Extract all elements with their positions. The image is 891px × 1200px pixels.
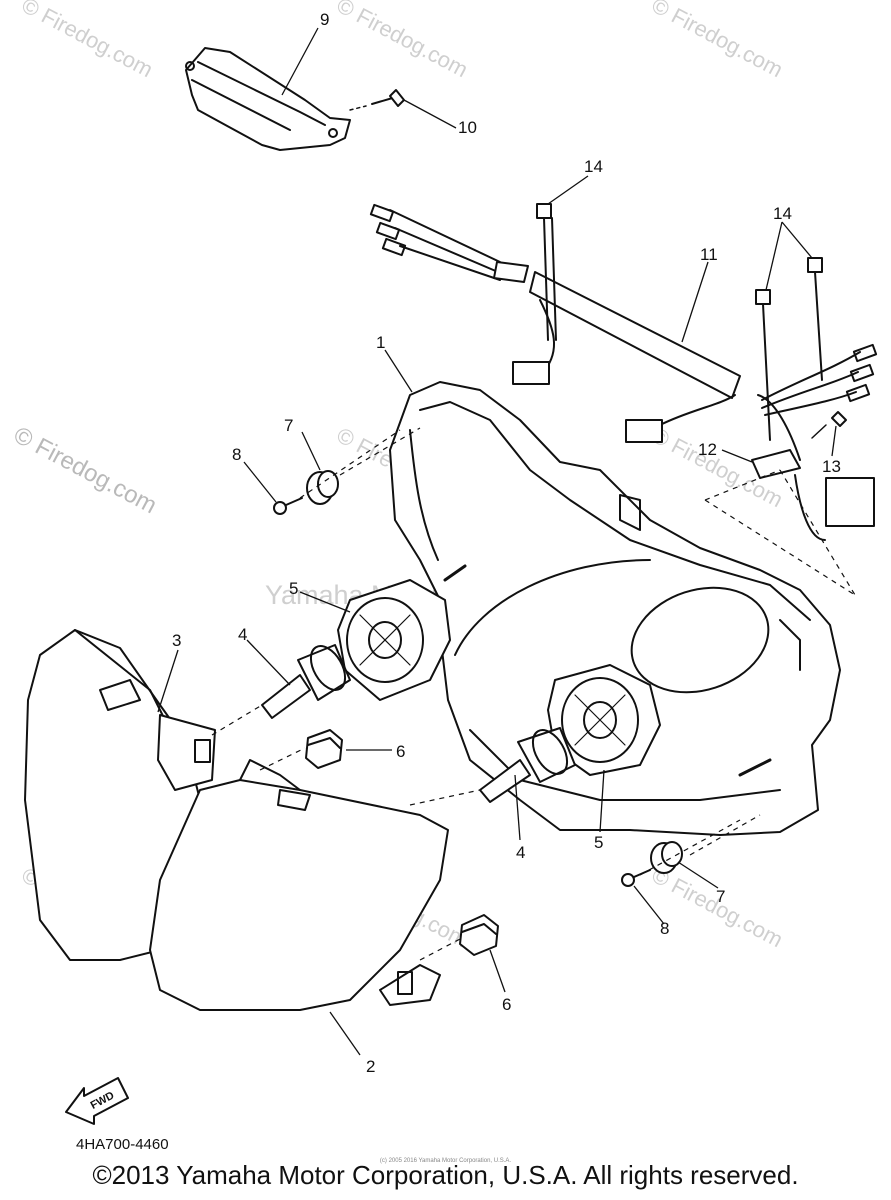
part-13-screw <box>811 411 847 439</box>
copyright-notice: ©2013 Yamaha Motor Corporation, U.S.A. A… <box>92 1160 799 1190</box>
part-8-screw-upper <box>273 497 303 515</box>
callout-13: 13 <box>822 457 841 476</box>
part-3-lens-left <box>24 629 216 961</box>
callout-5: 5 <box>289 579 298 598</box>
part-8-screw-lower <box>621 869 651 887</box>
callout-4: 4 <box>238 625 247 644</box>
callout-8: 8 <box>660 919 669 938</box>
assembly-lines <box>211 427 856 961</box>
part-2-lens-right <box>149 759 449 1011</box>
part-6-grommet-upper <box>305 729 343 769</box>
fwd-arrow <box>65 1077 129 1125</box>
callout-6: 6 <box>502 995 511 1014</box>
callout-14: 14 <box>773 204 792 223</box>
part-5-socket-right <box>547 664 661 776</box>
leader-lines <box>157 27 837 1056</box>
watermark-site: © Firedog.com <box>9 421 161 519</box>
callout-8: 8 <box>232 445 241 464</box>
callout-9: 9 <box>320 10 329 29</box>
small-copyright: (c) 2005 2016 Yamaha Motor Corporation, … <box>379 1158 512 1164</box>
callout-12: 12 <box>698 440 717 459</box>
part-12-clamp <box>751 449 801 479</box>
callout-6: 6 <box>396 742 405 761</box>
callout-7: 7 <box>284 416 293 435</box>
watermark-site: © Firedog.com <box>333 0 472 82</box>
watermark-site: © Firedog.com <box>648 862 787 952</box>
diagram-code: 4HA700-4460 <box>76 1136 169 1153</box>
part-5-socket-left <box>337 579 451 701</box>
part-14-clips <box>536 203 823 441</box>
callout-1: 1 <box>376 333 385 352</box>
callout-10: 10 <box>458 118 477 137</box>
callout-4: 4 <box>516 843 525 862</box>
callout-2: 2 <box>366 1057 375 1076</box>
part-6-grommet-lower <box>459 914 499 956</box>
callout-7: 7 <box>716 887 725 906</box>
callout-11: 11 <box>700 245 718 264</box>
part-7-damper-upper <box>306 470 339 505</box>
part-9-cover <box>185 47 351 151</box>
part-10-screw <box>349 89 405 111</box>
part-11-wire-harness <box>369 203 878 541</box>
part-4-bulb-left <box>261 644 351 719</box>
watermark-site: © Firedog.com <box>18 0 157 82</box>
callout-14: 14 <box>584 157 603 176</box>
part-7-damper-lower <box>650 841 683 874</box>
part-1-headlight-housing <box>389 381 841 836</box>
watermark-site: © Firedog.com <box>648 0 787 82</box>
callout-5: 5 <box>594 833 603 852</box>
callout-3: 3 <box>172 631 181 650</box>
part-4-bulb-right <box>479 727 576 803</box>
